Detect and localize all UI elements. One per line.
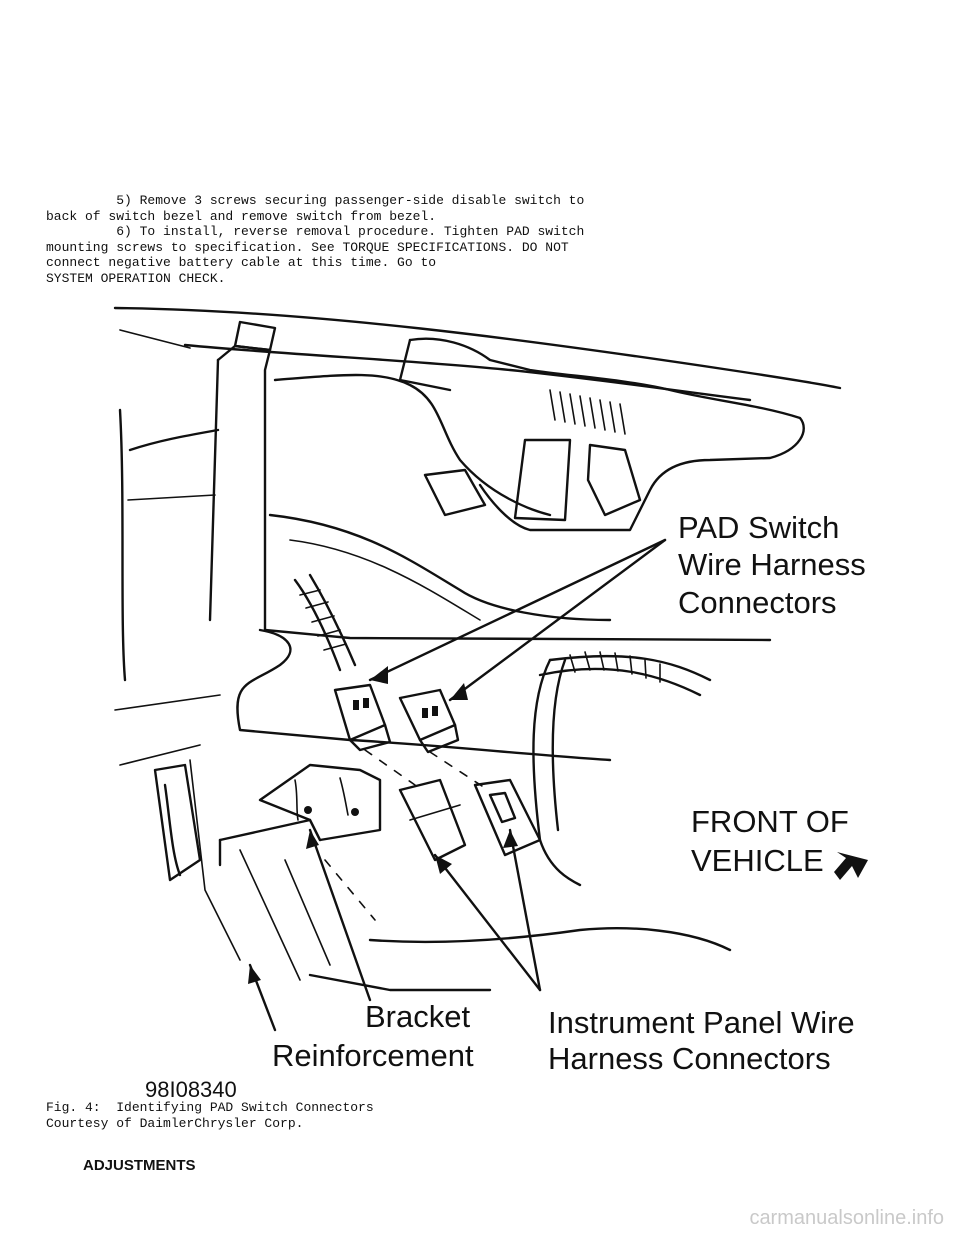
figure-caption: Fig. 4: Identifying PAD Switch Connector…: [46, 1100, 374, 1131]
text-line: back of switch bezel and remove switch f…: [46, 208, 437, 224]
bracket-label: Bracket: [365, 999, 470, 1034]
pad-switch-label-line2: Wire Harness: [678, 547, 866, 582]
caption-credit: Courtesy of DaimlerChrysler Corp.: [46, 1115, 304, 1131]
front-of-vehicle-label-line1: FRONT OF: [691, 804, 849, 839]
caption-title: Fig. 4: Identifying PAD Switch Connector…: [46, 1100, 374, 1115]
figure-code: 98I08340: [145, 1077, 237, 1100]
section-heading: ADJUSTMENTS: [83, 1157, 196, 1174]
text-line: 5) Remove 3 screws securing passenger-si…: [46, 193, 585, 208]
pad-switch-connectors-illustration: PAD Switch Wire Harness Connectors FRONT…: [113, 306, 868, 1100]
instrument-panel-label-line1: Instrument Panel Wire: [548, 1005, 855, 1040]
pad-switch-label-line3: Connectors: [678, 585, 837, 620]
text-line: connect negative battery cable at this t…: [46, 255, 437, 270]
instrument-panel-label-line2: Harness Connectors: [548, 1041, 831, 1076]
procedure-text: 5) Remove 3 screws securing passenger-si…: [46, 193, 584, 286]
text-line: 6) To install, reverse removal procedure…: [46, 224, 585, 239]
reinforcement-label: Reinforcement: [272, 1038, 474, 1073]
text-line: mounting screws to specification. See TO…: [46, 239, 569, 255]
pad-switch-label-line1: PAD Switch: [678, 510, 839, 545]
front-of-vehicle-label-line2: VEHICLE: [691, 843, 824, 878]
text-line: SYSTEM OPERATION CHECK.: [46, 270, 226, 286]
watermark: carmanualsonline.info: [749, 1207, 944, 1229]
